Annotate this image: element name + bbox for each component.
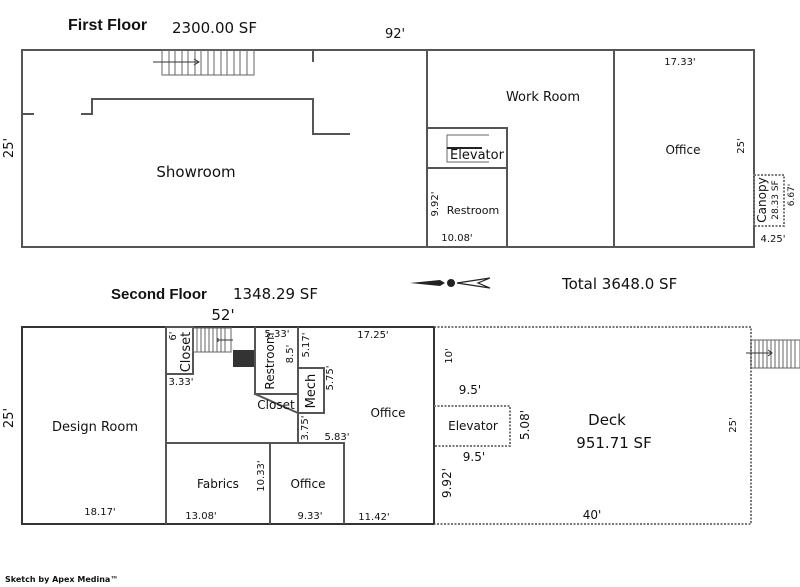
compass-icon — [410, 277, 491, 289]
dim-517: 5.17' — [301, 332, 312, 357]
deck-elevator-outline — [434, 405, 511, 447]
dim-closet-h: 6' — [168, 331, 179, 340]
dim-elev-top: 9.5' — [459, 383, 481, 397]
dim-office-bottom: 11.42' — [358, 512, 389, 523]
stairs-icon — [746, 339, 800, 369]
room-office-2: Office — [290, 477, 325, 491]
office-walls — [613, 49, 755, 248]
room-elevator: Elevator — [450, 148, 505, 163]
dim-canopy-w: 4.25' — [760, 234, 785, 245]
dim-583: 5.83' — [324, 432, 349, 443]
dim-elev-h: 5.08' — [518, 410, 532, 440]
dim-canopy-h: 6.67' — [787, 184, 797, 207]
canopy-outline — [753, 174, 785, 227]
dim-office-w: 17.25' — [357, 330, 388, 341]
dim-restroom-h: 9.92' — [430, 191, 441, 216]
dim-deck-w: 40' — [583, 508, 602, 522]
dim-restroom-w: 5.33' — [264, 329, 289, 340]
room-work-room: Work Room — [506, 90, 580, 105]
room-office: Office — [370, 406, 405, 420]
second-floor-width: 52' — [211, 306, 234, 324]
room-design-room: Design Room — [52, 420, 138, 435]
dim-deck-10: 10' — [444, 348, 455, 363]
canopy-area: 28.33 SF — [771, 180, 781, 220]
first-floor-area: 2300.00 SF — [172, 19, 257, 37]
dim-office2-w: 9.33' — [297, 511, 322, 522]
dim-restroom-w: 10.08' — [441, 233, 472, 244]
first-floor-width: 92' — [385, 27, 405, 42]
first-floor-height: 25' — [2, 138, 17, 158]
dim-mech-h: 5.75' — [325, 365, 336, 390]
dim-office-h: 25' — [736, 138, 747, 153]
restroom-walls — [254, 327, 344, 444]
total-area: Total 3648.0 SF — [561, 275, 677, 293]
mech-walls — [297, 367, 325, 414]
room-office: Office — [665, 143, 700, 157]
room-mech: Mech — [304, 374, 319, 409]
second-floor-outline — [21, 326, 435, 525]
dim-deck-992: 9.92' — [440, 468, 454, 498]
dim-deck-h: 25' — [728, 417, 739, 432]
room-showroom: Showroom — [156, 163, 235, 181]
elevator-icon — [446, 134, 489, 163]
dim-elev-bottom: 9.5' — [463, 450, 485, 464]
room-canopy: Canopy — [755, 177, 769, 222]
dim-restroom-h: 8.5' — [285, 345, 296, 364]
room-closet-2: Closet — [257, 398, 295, 412]
room-closet: Closet — [179, 332, 194, 373]
first-floor-outline — [21, 49, 755, 248]
sketch-credit: Sketch by Apex Medina™ — [5, 575, 118, 584]
first-floor-title: First Floor — [68, 17, 147, 34]
dim-fabrics-w: 13.08' — [185, 511, 216, 522]
deck: 10' 9.5' Elevator 5.08' 9.5' 9.92' Deck … — [433, 326, 800, 525]
second-floor-area: 1348.29 SF — [233, 285, 318, 303]
dim-closet-w: 3.33' — [168, 377, 193, 388]
dim-design-room-w: 18.17' — [84, 507, 115, 518]
showroom-partition — [22, 98, 350, 135]
room-deck: Deck — [588, 411, 626, 429]
stairs-icon — [192, 327, 233, 353]
room-restroom: Restroom — [447, 204, 499, 217]
restroom-elevator-walls — [427, 127, 508, 247]
dim-office-w: 17.33' — [664, 57, 695, 68]
fixture-icon — [233, 350, 254, 367]
deck-area: 951.71 SF — [576, 434, 651, 452]
dim-fabrics-h: 10.33' — [256, 460, 267, 491]
second-floor-height: 25' — [2, 408, 17, 428]
dim-375: 3.75' — [300, 415, 311, 440]
first-floor: First Floor 2300.00 SF 92' 25' Showroom … — [2, 17, 797, 248]
room-deck-elevator: Elevator — [448, 419, 498, 433]
second-floor: Second Floor 1348.29 SF 52' 25' Design R… — [2, 285, 435, 525]
second-floor-title: Second Floor — [111, 286, 207, 303]
stairs-icon — [153, 49, 255, 76]
room-fabrics: Fabrics — [197, 477, 239, 491]
deck-outline — [434, 326, 752, 525]
room-restroom: Restroom — [263, 332, 277, 389]
